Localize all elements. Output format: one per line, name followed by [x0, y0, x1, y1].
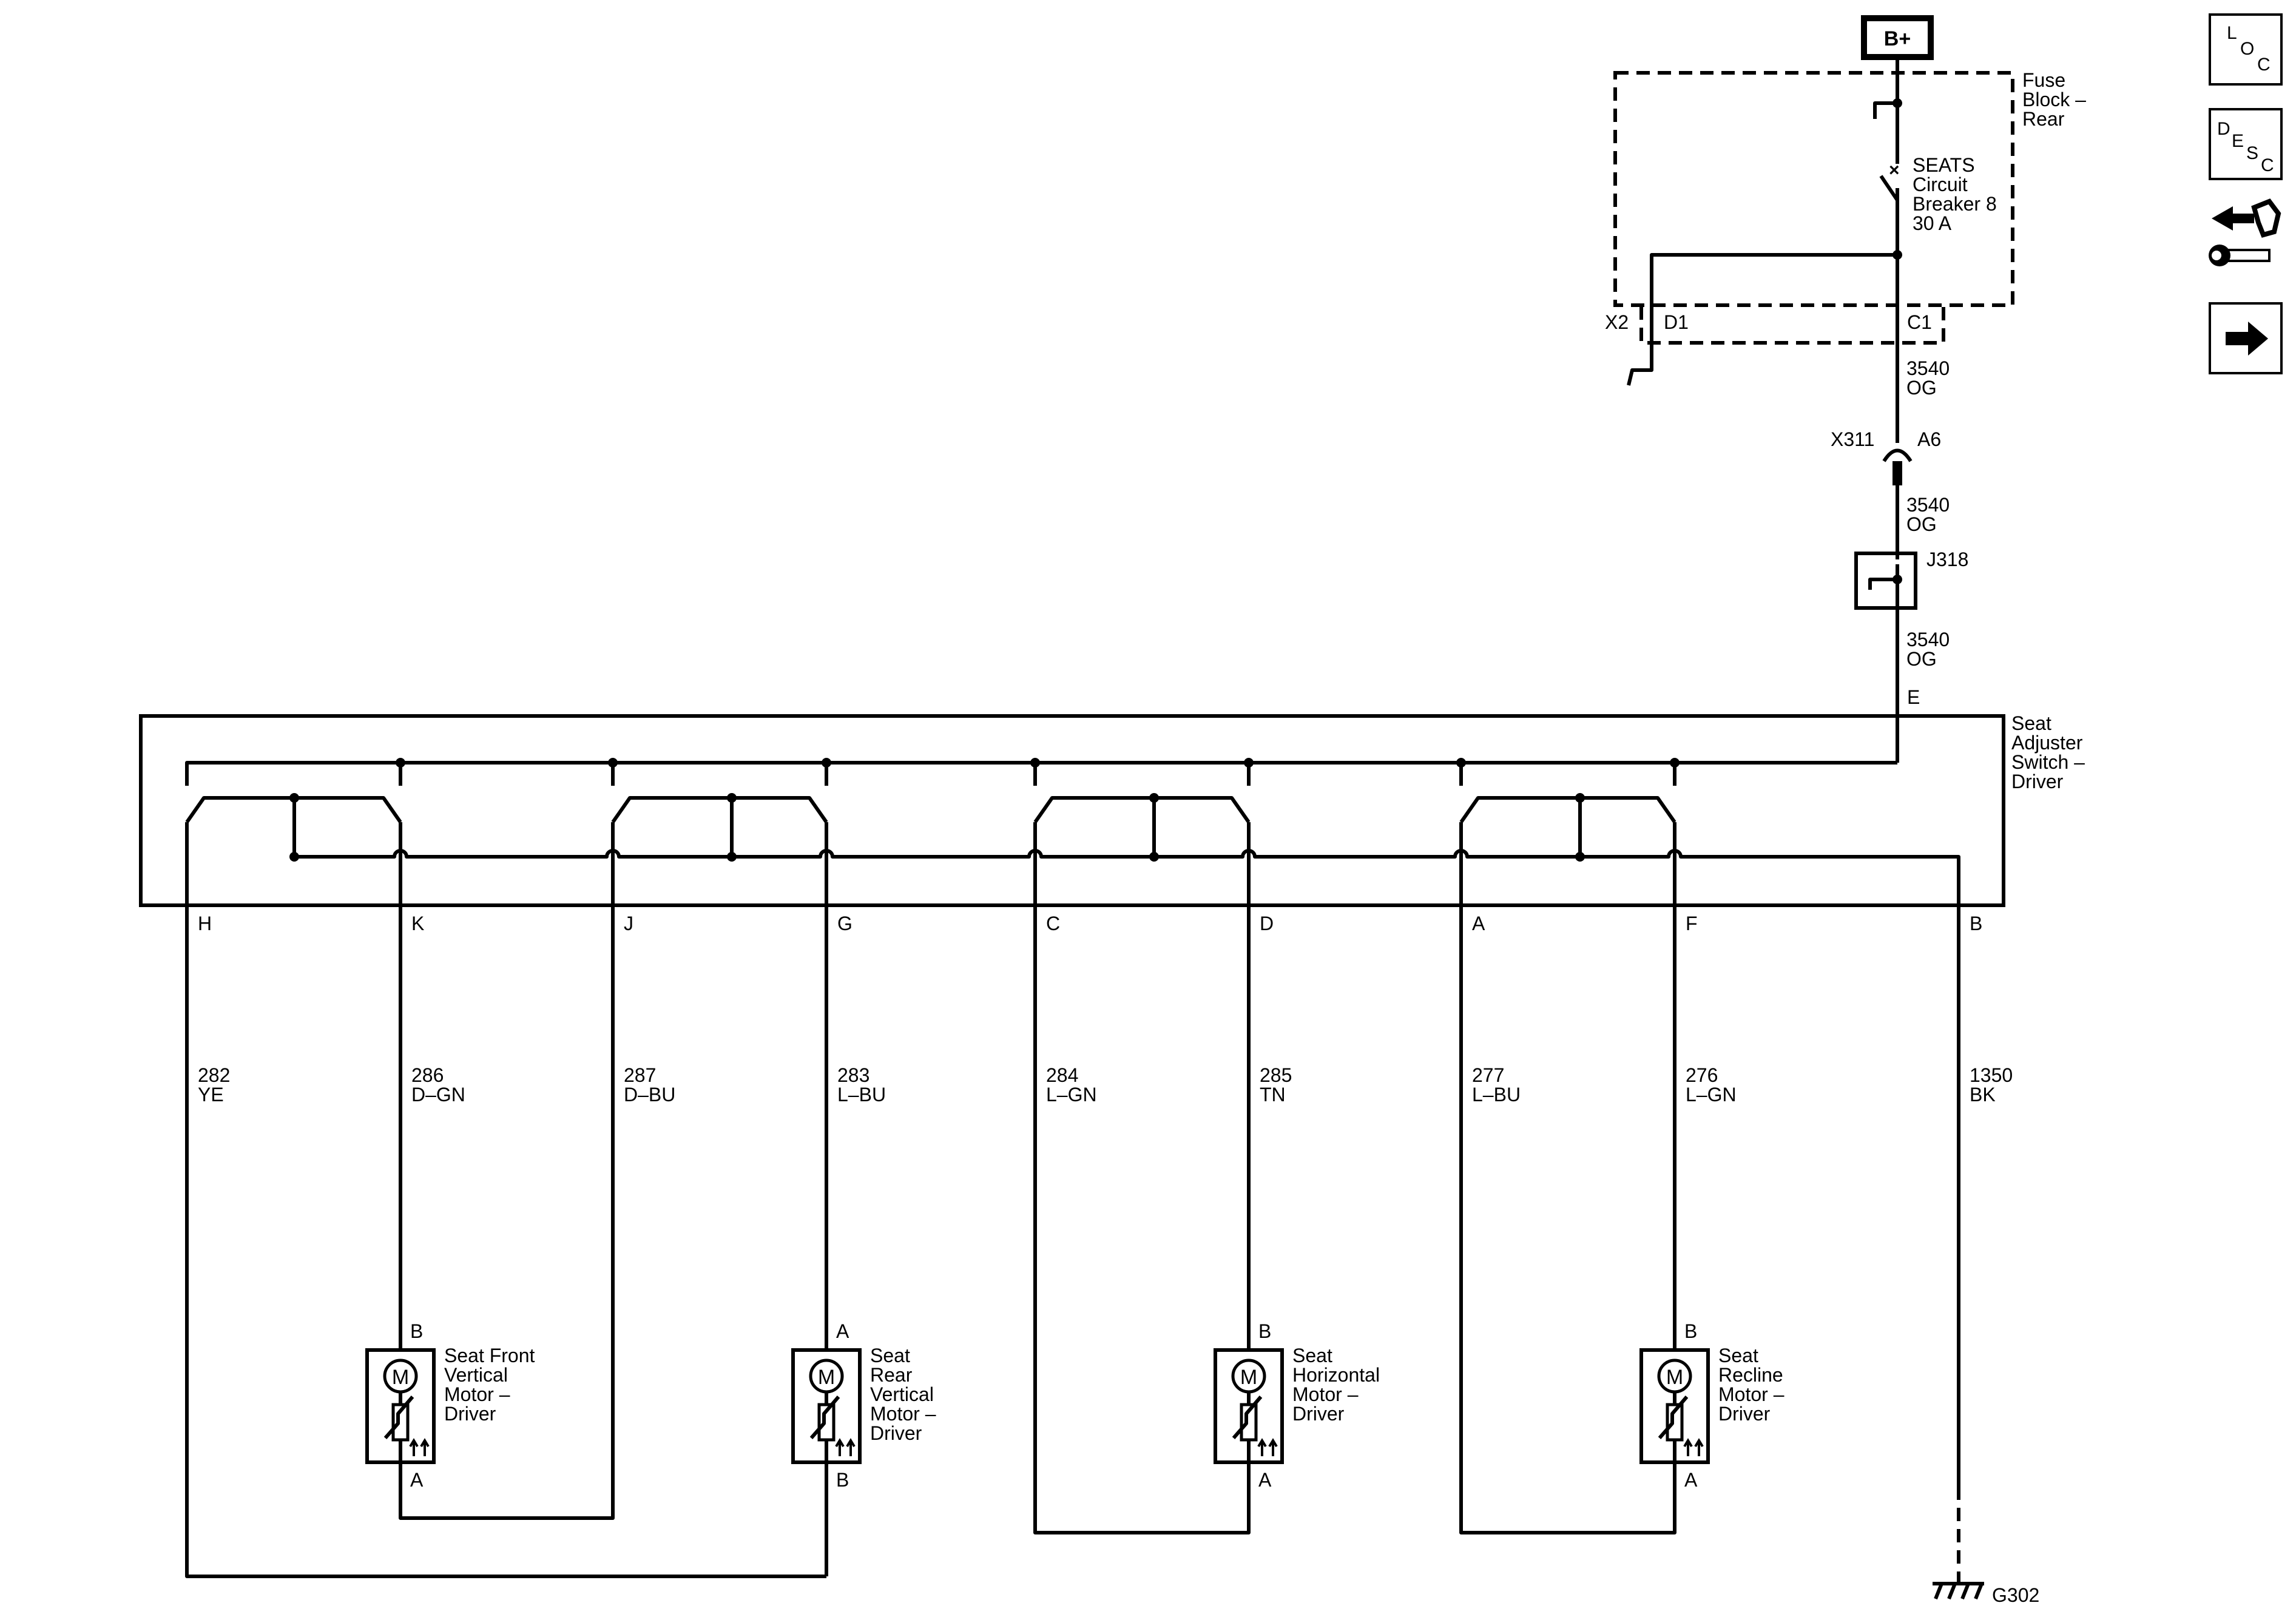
motor-symbol: M — [1240, 1366, 1257, 1389]
battery-label: B+ — [1884, 27, 1911, 50]
switch-pin-F: F — [1686, 913, 1698, 934]
switch-pin-G: G — [837, 913, 853, 934]
motor-bottom-pin: B — [836, 1469, 849, 1491]
ground-g302: G302 — [1933, 1487, 2039, 1606]
ground-label: G302 — [1992, 1584, 2039, 1606]
connector-d1: D1 — [1664, 311, 1689, 333]
switch-pin-D: D — [1260, 913, 1274, 934]
svg-text:×: × — [1889, 160, 1900, 180]
location-button[interactable]: L O C — [2209, 13, 2283, 86]
connector-x2: X2 — [1605, 311, 1629, 333]
connector-wrench-button[interactable] — [2209, 198, 2281, 266]
switch-pin-K: K — [411, 913, 424, 934]
motor-symbol: M — [392, 1366, 409, 1389]
motor-bottom-pin: A — [1258, 1469, 1272, 1491]
switch-pin-H: H — [198, 913, 212, 934]
wire-277 — [1459, 822, 1676, 1534]
wire-287 — [399, 822, 615, 1520]
switch-input-pin: E — [1907, 686, 1920, 708]
svg-text:C: C — [2261, 155, 2274, 175]
svg-text:D: D — [2217, 119, 2230, 139]
wire-282 — [185, 822, 826, 1578]
description-button[interactable]: D E S C — [2209, 108, 2283, 180]
wire-284 — [1033, 822, 1251, 1534]
switch-pin-J: J — [624, 913, 633, 934]
motor-top-pin: B — [1684, 1320, 1697, 1342]
svg-text:S: S — [2246, 143, 2258, 163]
connector-c1: C1 — [1907, 311, 1932, 333]
svg-text:E: E — [2232, 131, 2244, 151]
svg-text:C: C — [2257, 55, 2271, 75]
splice-label: J318 — [1926, 549, 1968, 570]
switch-internals — [185, 758, 1960, 905]
splice-j318: J318 — [1854, 549, 1968, 610]
motor-symbol: M — [818, 1366, 835, 1389]
svg-text:O: O — [2240, 39, 2254, 59]
motor-top-pin: A — [836, 1320, 849, 1342]
nav-panel: L O C D E S C — [2209, 13, 2284, 380]
switch-pin-C: C — [1046, 913, 1060, 934]
motor-top-pin: B — [410, 1320, 423, 1342]
arrow-right-button[interactable] — [2209, 302, 2283, 374]
motor-bottom-pin: A — [410, 1469, 424, 1491]
battery-supply: B+ — [1861, 15, 1934, 60]
switch-pin-B: B — [1970, 913, 1982, 934]
inline-connector-pin: A6 — [1917, 428, 1941, 450]
svg-text:L: L — [2227, 23, 2237, 43]
switch-pin-A: A — [1472, 913, 1485, 934]
motor-symbol: M — [1666, 1366, 1683, 1389]
inline-connector-label: X311 — [1831, 428, 1874, 450]
motor-top-pin: B — [1258, 1320, 1271, 1342]
motor-bottom-pin: A — [1684, 1469, 1698, 1491]
